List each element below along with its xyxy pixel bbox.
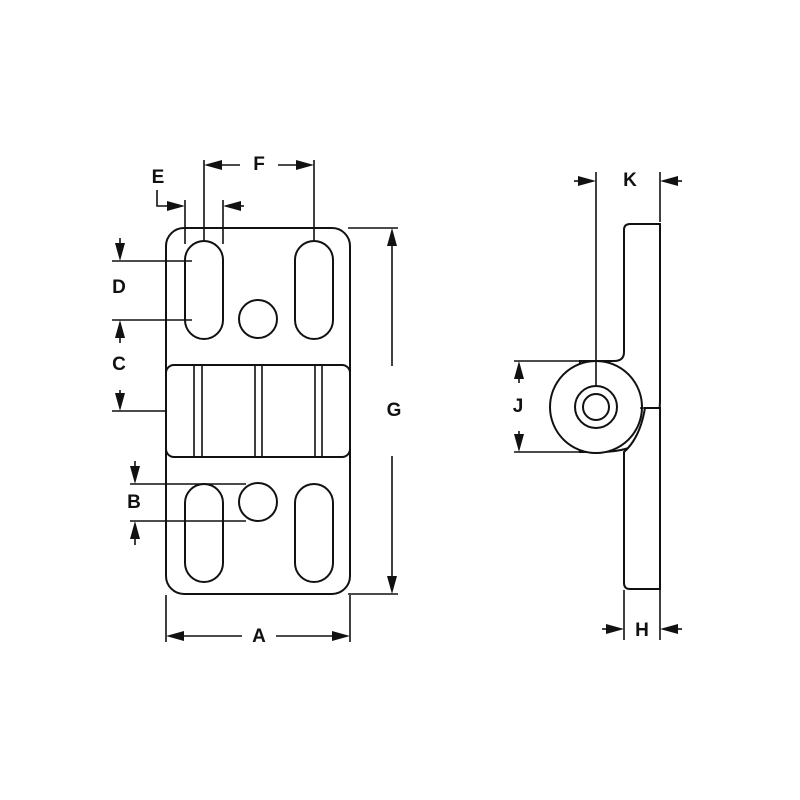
label-a: A <box>252 626 266 647</box>
label-c: C <box>112 354 126 375</box>
bottom-right-slot <box>294 483 334 583</box>
dimension-a: A <box>165 595 351 647</box>
dimension-j: J <box>513 360 580 453</box>
pin-hole <box>582 393 610 421</box>
top-left-slot <box>184 240 224 340</box>
bottom-left-slot <box>184 483 224 583</box>
dimension-e: E <box>152 167 244 244</box>
side-view: K J H <box>513 170 682 641</box>
knuckle-band <box>165 364 351 458</box>
dimension-g: G <box>348 227 402 595</box>
dimension-d: D <box>112 238 192 343</box>
dimension-k: K <box>574 170 682 386</box>
label-j: J <box>513 396 524 417</box>
label-h: H <box>635 620 649 641</box>
label-k: K <box>623 170 637 191</box>
dimension-h: H <box>602 590 682 641</box>
dimension-b: B <box>127 461 246 545</box>
label-d: D <box>112 277 126 298</box>
label-b: B <box>127 492 141 513</box>
bottom-center-hole <box>238 482 278 522</box>
side-profile-lower-leaf <box>623 407 661 590</box>
top-center-hole <box>238 299 278 339</box>
front-view: A F E D <box>112 154 401 647</box>
label-g: G <box>387 400 402 421</box>
label-e: E <box>152 167 165 188</box>
dimension-f: F <box>203 154 315 242</box>
label-f: F <box>253 154 265 175</box>
dimension-c: C <box>112 354 166 412</box>
top-right-slot <box>294 240 334 340</box>
